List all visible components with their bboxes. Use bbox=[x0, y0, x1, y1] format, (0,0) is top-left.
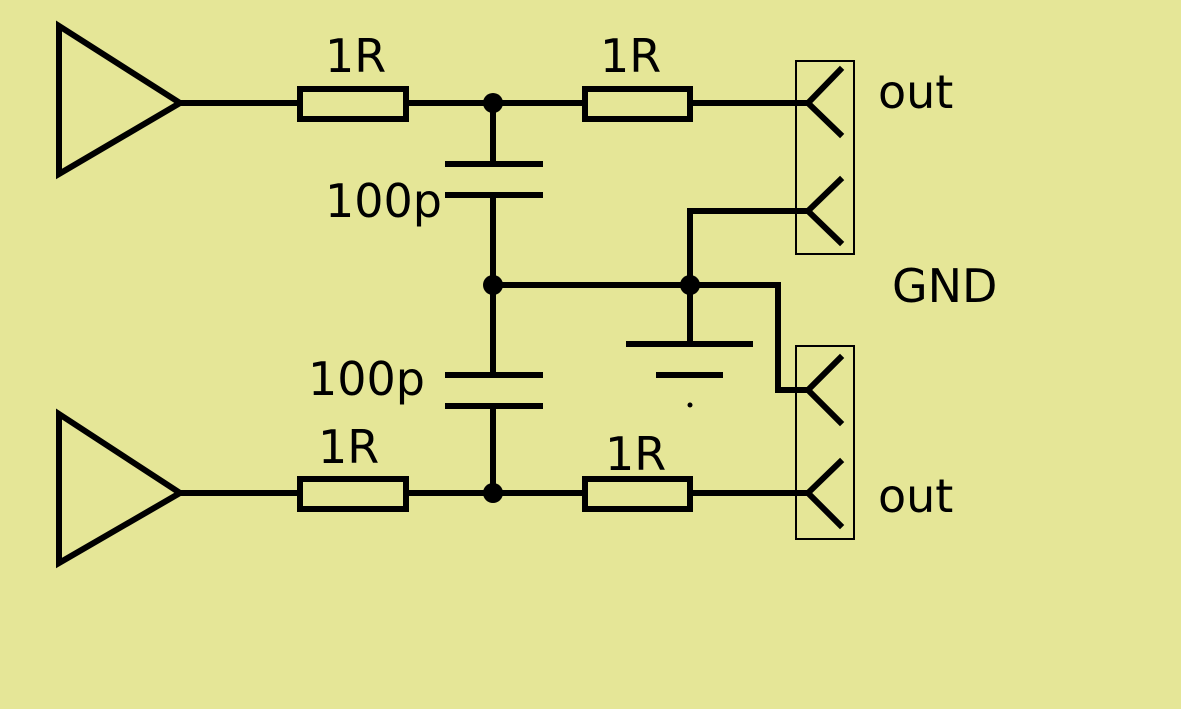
wire-ground-net bbox=[490, 208, 811, 393]
label-out-top: out bbox=[878, 65, 953, 119]
label-capacitor-top: 100p bbox=[325, 174, 442, 228]
label-out-bottom: out bbox=[878, 469, 953, 523]
resistor-top-right bbox=[582, 86, 693, 122]
label-resistor-bottom-right: 1R bbox=[605, 427, 666, 481]
capacitor-bottom bbox=[445, 372, 543, 409]
junction-dot bbox=[483, 275, 503, 295]
resistor-bottom-right bbox=[582, 476, 693, 512]
label-gnd: GND bbox=[892, 259, 997, 313]
label-resistor-bottom-left: 1R bbox=[318, 420, 379, 474]
label-resistor-top-left: 1R bbox=[325, 29, 386, 83]
junction-dot bbox=[483, 93, 503, 113]
resistor-top-left bbox=[297, 86, 409, 122]
label-capacitor-bottom: 100p bbox=[308, 352, 425, 406]
ground-symbol bbox=[626, 341, 753, 408]
amplifier-bottom bbox=[56, 408, 186, 569]
resistor-bottom-left bbox=[297, 476, 409, 512]
amplifier-top bbox=[56, 20, 186, 180]
connector-top bbox=[795, 60, 855, 255]
label-resistor-top-right: 1R bbox=[600, 29, 661, 83]
junction-dot bbox=[483, 483, 503, 503]
connector-bottom bbox=[795, 345, 855, 540]
junction-dot bbox=[680, 275, 700, 295]
capacitor-top bbox=[445, 161, 543, 198]
